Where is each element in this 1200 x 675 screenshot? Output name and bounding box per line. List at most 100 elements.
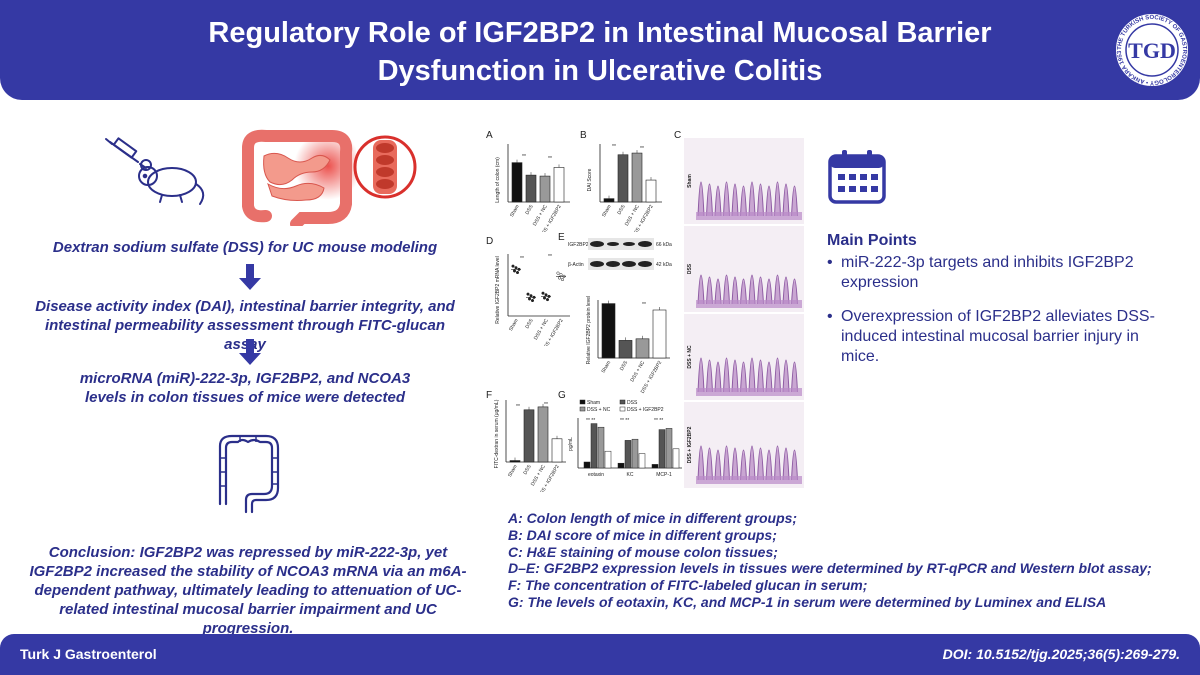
bar [651, 464, 659, 469]
step-mirna-detection: microRNA (miR)-222-3p, IGF2BP2, and NCOA… [79, 370, 411, 406]
footer-banner: Turk J Gastroenterol DOI: 10.5152/tjg.20… [0, 634, 1200, 675]
svg-text:IGF2BP2: IGF2BP2 [568, 242, 589, 248]
bar-2 [537, 406, 549, 463]
data-point [511, 264, 515, 268]
logo-monogram: TGD [1128, 38, 1176, 63]
caption-line: G: The levels of eotaxin, KC, and MCP-1 … [508, 593, 1107, 610]
svg-text:**: ** [522, 154, 526, 160]
legend-label: DSS + IGF2BP2 [627, 407, 664, 413]
bar-1 [523, 409, 535, 463]
bar [583, 461, 591, 469]
intestine-inflamed-icon [242, 129, 356, 226]
panel-label: E [558, 232, 565, 243]
histology-label: DSS + NC [687, 345, 693, 369]
page-title: Regulatory Role of IGF2BP2 in Intestinal… [208, 17, 992, 87]
significance-label: ** ** [620, 418, 629, 424]
svg-text:**: ** [640, 146, 644, 152]
data-point [544, 293, 548, 297]
tick-label: DSS [522, 463, 533, 475]
panel-g-ylabel: pg/mL [568, 437, 574, 451]
main-point-item: miR-222-3p targets and inhibits IGF2BP2 … [827, 253, 1177, 293]
legend-swatch [619, 399, 626, 405]
legend-swatch [579, 406, 586, 412]
data-point [530, 298, 535, 303]
panel-b-ylabel: DAI Score [587, 168, 593, 191]
bar [631, 438, 639, 469]
tick-label: Sham [507, 464, 519, 478]
caption-line: C: H&E staining of mouse colon tissues; [508, 543, 778, 560]
tick-label: DSS [616, 203, 627, 215]
bar-3 [652, 309, 667, 359]
bar-0 [603, 198, 615, 203]
bar [624, 440, 632, 469]
tick-label: MCP-1 [656, 472, 672, 478]
panel-label: F [486, 390, 493, 401]
bar [590, 423, 598, 469]
svg-text:β-Actin: β-Actin [568, 262, 584, 268]
tick-label: KC [627, 472, 634, 478]
bar [597, 426, 605, 469]
data-point [560, 277, 565, 282]
legend-label: Sham [587, 400, 600, 406]
svg-text:**: ** [520, 256, 524, 262]
data-point [559, 273, 563, 277]
panel-e-ylabel: Relative IGF2BP2 protein level [586, 296, 592, 364]
tick-label: DSS [524, 203, 535, 215]
svg-text:**: ** [610, 304, 614, 310]
bar-0 [511, 162, 523, 203]
svg-text:**: ** [548, 254, 552, 260]
tick-label: eotaxin [588, 472, 604, 478]
significance-label: ** ** [586, 418, 595, 424]
step-dai-assessment: Disease activity index (DAI), intestinal… [35, 298, 455, 353]
bar-2 [631, 152, 643, 203]
doi-link[interactable]: DOI: 10.5152/tjg.2025;36(5):269-279. [942, 646, 1180, 662]
panel-label: B [580, 130, 587, 141]
tick-label: Sham [508, 318, 520, 332]
panel-f-ylabel: FITC-dextran in serum (μg/mL) [494, 399, 500, 468]
data-point [529, 294, 533, 298]
data-point [542, 296, 547, 300]
tick-label: Sham [601, 204, 613, 218]
histology-label: Sham [687, 174, 693, 188]
main-points-title: Main Points [827, 232, 917, 249]
caption-line: F: The concentration of FITC-labeled glu… [508, 577, 868, 594]
bar-3 [553, 167, 565, 203]
calendar-icon [828, 150, 886, 204]
tick-label: Sham [601, 360, 613, 374]
svg-text:**: ** [612, 144, 616, 150]
panel-label: G [558, 390, 566, 401]
bar [638, 453, 646, 469]
data-point [541, 291, 545, 295]
bar [617, 462, 625, 469]
caption-line: B: DAI score of mice in different groups… [508, 526, 777, 543]
legend-swatch [579, 399, 586, 405]
conclusion-text: Conclusion: IGF2BP2 was repressed by miR… [29, 544, 467, 637]
panel-a-ylabel: Length of colon (cm) [495, 157, 501, 203]
tick-label: DSS [619, 359, 630, 371]
svg-text:66 kDa: 66 kDa [656, 242, 672, 248]
data-point [556, 271, 560, 275]
data-point [512, 269, 517, 273]
tick-label: DSS + NC [629, 360, 646, 383]
bar-3 [645, 179, 657, 203]
bar-1 [525, 174, 537, 203]
svg-text:**: ** [516, 404, 520, 410]
svg-text:**: ** [642, 302, 646, 308]
colon-outline-icon [218, 434, 280, 514]
histology-label: DSS [687, 263, 693, 274]
main-point-item: Overexpression of IGF2BP2 alleviates DSS… [827, 307, 1177, 367]
bar-0 [601, 303, 616, 359]
bar-2 [539, 175, 551, 203]
histology-label: DSS + IGF2BP2 [687, 426, 693, 463]
main-points-list: miR-222-3p targets and inhibits IGF2BP2 … [827, 253, 1177, 381]
bar-0 [509, 460, 521, 463]
mouse-injection-icon [105, 137, 205, 205]
legend-swatch [619, 406, 626, 412]
step-dss-modeling: Dextran sodium sulfate (DSS) for UC mous… [52, 239, 438, 256]
data-point [514, 266, 518, 270]
